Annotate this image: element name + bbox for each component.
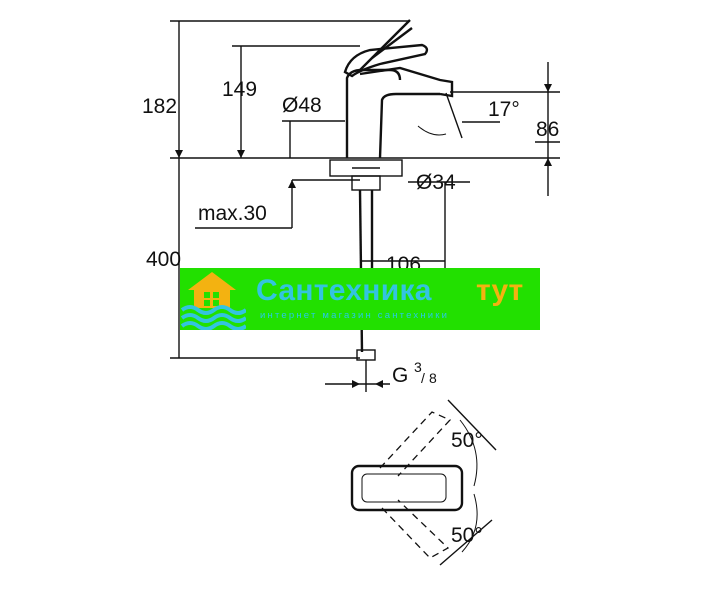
mount-nut (351, 175, 381, 191)
faucet-lever (343, 43, 429, 78)
arrow-149-bottom (237, 150, 245, 158)
thread-label: G (392, 364, 408, 387)
arrow-thread-left (352, 380, 360, 388)
brand-suffix: тут (476, 274, 524, 307)
angle-17-ray (445, 92, 463, 139)
faucet-spout (359, 66, 454, 98)
top-view-lever-rotated-up (379, 411, 452, 477)
arrow-86-bottom (544, 158, 552, 166)
arrow-thread-right (375, 380, 383, 388)
top-view-lever-rotated-down (381, 499, 450, 559)
angle-50-bottom-ray (439, 519, 493, 566)
dim-max30-label: max.30 (198, 202, 267, 225)
thread-numerator: 3 (414, 359, 422, 375)
thread-denominator: 8 (429, 370, 437, 386)
lever-angle-bottom-label: 50° (451, 524, 483, 547)
lever-raised-outline (359, 19, 411, 71)
thread-slash: / (421, 370, 425, 386)
angle-50-top-arc (459, 419, 478, 487)
top-view-lever-inner (361, 473, 447, 503)
dim-149-label: 149 (222, 78, 257, 101)
faucet-body-left (345, 68, 402, 158)
dim-400-label: 400 (146, 248, 181, 271)
house-waves-icon (180, 272, 246, 330)
lever-raised-outline-2 (371, 27, 413, 59)
watermark-banner: Сантехника тут интернет магазин сантехни… (180, 268, 540, 330)
arrow-86-top (544, 84, 552, 92)
dim-d48-label: Ø48 (282, 94, 322, 117)
brand-name: Сантехника (256, 274, 432, 307)
lever-angle-top-label: 50° (451, 429, 483, 452)
dim-17-label: 17° (488, 98, 520, 121)
arrow-182-bottom (175, 150, 183, 158)
angle-17-arc (417, 125, 447, 136)
arrow-max30 (288, 180, 296, 188)
angle-50-bottom-arc (461, 493, 478, 553)
dim-d34-label: Ø34 (416, 171, 456, 194)
dim-182-label: 182 (142, 95, 177, 118)
dim-86-label: 86 (536, 118, 559, 141)
angle-50-top-ray (447, 399, 497, 451)
faucet-body-right (378, 92, 440, 159)
brand-tagline: интернет магазин сантехники (260, 310, 450, 321)
